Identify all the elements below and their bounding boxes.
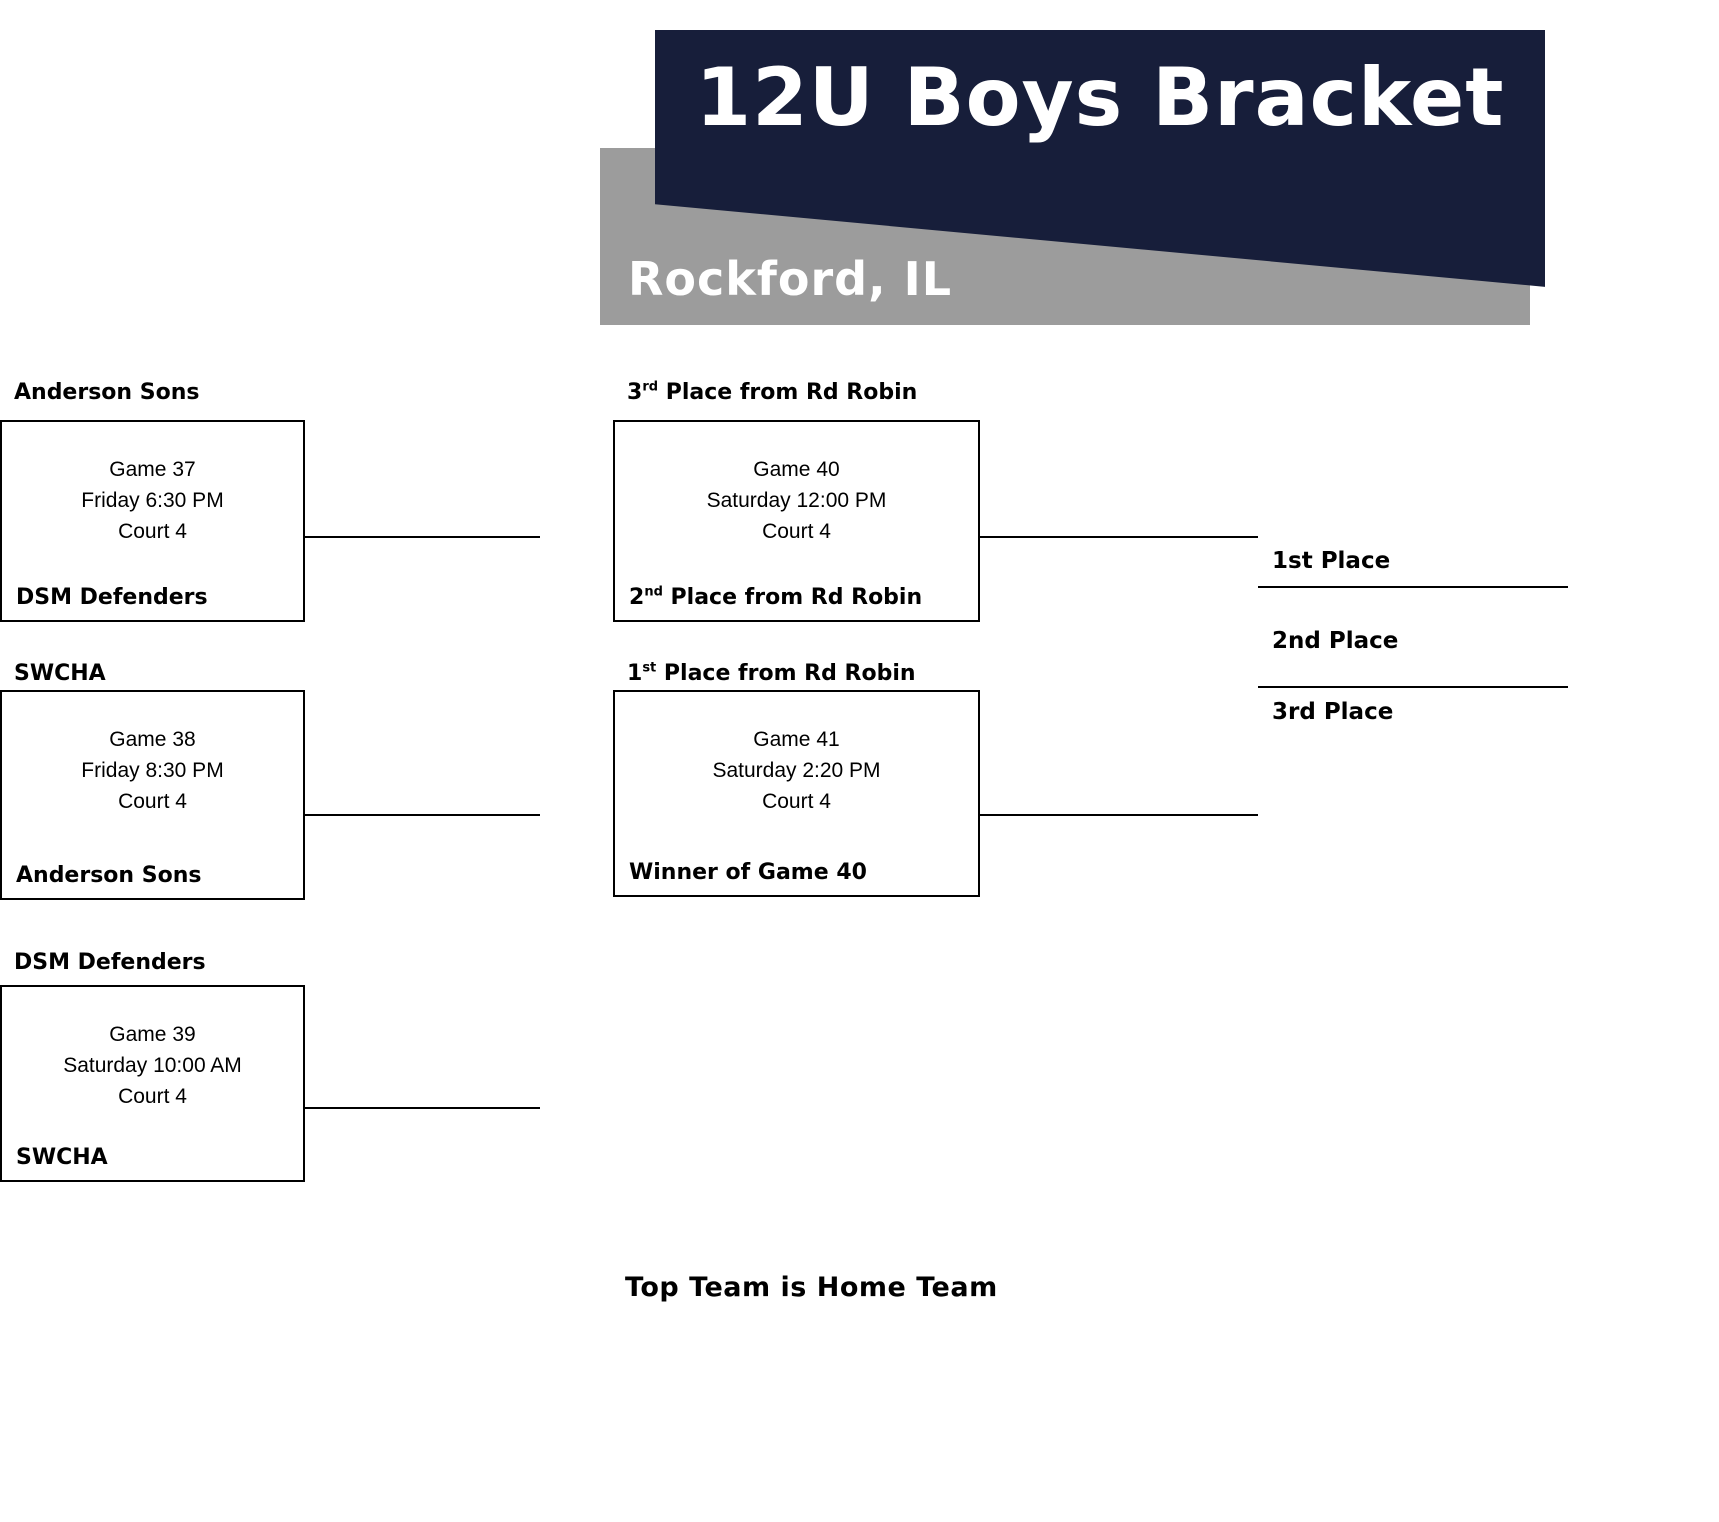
game-box: Game 41 Saturday 2:20 PM Court 4 Winner … <box>613 690 980 897</box>
winner-line <box>980 536 1258 538</box>
ordinal-suffix: nd <box>644 584 663 600</box>
team-slot-bottom: SWCHA <box>16 1146 108 1170</box>
game-box: Game 40 Saturday 12:00 PM Court 4 2nd Pl… <box>613 420 980 622</box>
game-info: Game 41 Saturday 2:20 PM Court 4 <box>615 692 978 817</box>
team-name-rest: Place from Rd Robin <box>658 380 918 405</box>
footer-note: Top Team is Home Team <box>625 1272 998 1303</box>
place-label-2nd: 2nd Place <box>1272 628 1399 654</box>
game-box: Game 37 Friday 6:30 PM Court 4 DSM Defen… <box>0 420 305 622</box>
game-court: Court 4 <box>762 790 831 813</box>
team-slot-bottom: DSM Defenders <box>16 586 208 610</box>
team-slot-top: 1st Place from Rd Robin <box>627 662 916 686</box>
ordinal-suffix: rd <box>642 379 659 395</box>
location-label: Rockford, IL <box>628 252 953 306</box>
game-time: Saturday 12:00 PM <box>706 489 887 512</box>
game-info: Game 38 Friday 8:30 PM Court 4 <box>2 692 303 817</box>
winner-line <box>305 814 540 816</box>
team-name-rest: Place from Rd Robin <box>662 585 923 610</box>
team-name: DSM Defenders <box>14 950 206 975</box>
ordinal-suffix: st <box>642 660 657 676</box>
team-name: SWCHA <box>14 661 106 686</box>
game-time: Saturday 10:00 AM <box>63 1054 242 1077</box>
place-line-2nd <box>1258 686 1568 688</box>
game-box: Game 38 Friday 8:30 PM Court 4 Anderson … <box>0 690 305 900</box>
game-time: Friday 8:30 PM <box>81 759 224 782</box>
winner-line <box>980 814 1258 816</box>
place-line-1st <box>1258 586 1568 588</box>
game-info: Game 39 Saturday 10:00 AM Court 4 <box>2 987 303 1112</box>
game-number: Game 39 <box>109 1023 196 1046</box>
team-name: Anderson Sons <box>14 380 200 405</box>
team-name: Anderson Sons <box>16 863 202 888</box>
game-time: Friday 6:30 PM <box>81 489 224 512</box>
team-slot-top: DSM Defenders <box>14 951 206 975</box>
team-slot-bottom: Winner of Game 40 <box>629 861 867 885</box>
game-number: Game 38 <box>109 728 196 751</box>
winner-line <box>305 536 540 538</box>
team-name: DSM Defenders <box>16 585 208 610</box>
team-name-rest: Place from Rd Robin <box>656 661 916 686</box>
game-number: Game 41 <box>753 728 840 751</box>
team-slot-bottom: Anderson Sons <box>16 864 201 888</box>
team-name: Winner of Game 40 <box>629 860 867 885</box>
team-slot-top: 3rd Place from Rd Robin <box>627 381 917 405</box>
place-label-3rd: 3rd Place <box>1272 699 1394 725</box>
game-court: Court 4 <box>118 1085 187 1108</box>
game-court: Court 4 <box>118 790 187 813</box>
team-slot-top: SWCHA <box>14 662 106 686</box>
game-number: Game 37 <box>109 458 196 481</box>
place-label-1st: 1st Place <box>1272 548 1391 574</box>
team-slot-bottom: 2nd Place from Rd Robin <box>629 586 922 610</box>
winner-line <box>305 1107 540 1109</box>
page-title: 12U Boys Bracket <box>695 51 1505 144</box>
team-name: 2 <box>629 585 645 610</box>
team-name: SWCHA <box>16 1145 108 1170</box>
game-court: Court 4 <box>762 520 831 543</box>
game-info: Game 37 Friday 6:30 PM Court 4 <box>2 422 303 547</box>
team-name: 1 <box>627 661 643 686</box>
game-time: Saturday 2:20 PM <box>712 759 881 782</box>
team-name: 3 <box>627 380 643 405</box>
team-slot-top: Anderson Sons <box>14 381 199 405</box>
game-box: Game 39 Saturday 10:00 AM Court 4 SWCHA <box>0 985 305 1182</box>
game-court: Court 4 <box>118 520 187 543</box>
game-number: Game 40 <box>753 458 840 481</box>
game-info: Game 40 Saturday 12:00 PM Court 4 <box>615 422 978 547</box>
